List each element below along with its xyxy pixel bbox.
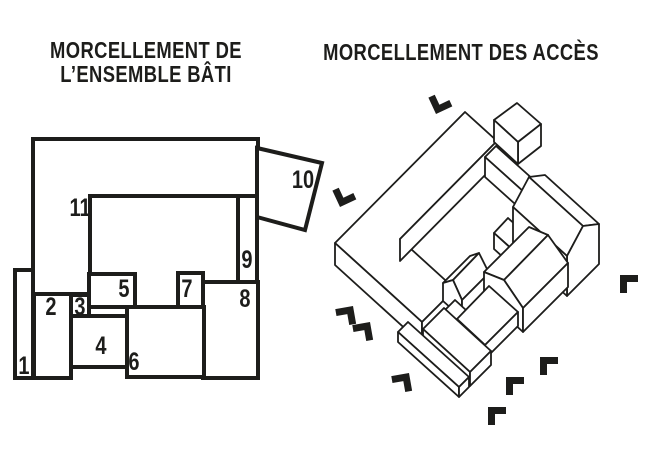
parcel-7-label: 7 bbox=[181, 275, 192, 303]
parcel-9-label: 9 bbox=[241, 246, 252, 274]
block10-wall-sw bbox=[493, 119, 519, 165]
access-marker-8-icon bbox=[540, 357, 558, 375]
right-title: MORCELLEMENT DES ACCÈS bbox=[323, 40, 599, 65]
parcel-8-label: 8 bbox=[239, 285, 250, 313]
parcel-1-label: 1 bbox=[18, 352, 29, 380]
left-title-line1: MORCELLEMENT DE bbox=[50, 38, 242, 63]
parcel-5-label: 5 bbox=[118, 275, 129, 303]
access-marker-3-icon bbox=[335, 306, 357, 325]
house6-wall-south bbox=[522, 262, 569, 333]
parcel-6-label: 6 bbox=[128, 348, 139, 376]
access-marker-9-icon bbox=[620, 275, 638, 293]
parcel-4-label: 4 bbox=[95, 332, 106, 360]
parcel-1-shape bbox=[13, 268, 35, 380]
axonometric-diagram bbox=[332, 94, 638, 425]
plan-diagram: 11 9 10 8 7 6 5 34 2 1 bbox=[13, 137, 325, 380]
block1-wall-south bbox=[458, 376, 470, 398]
parcel-3-label: 3 bbox=[74, 293, 85, 321]
parcel-10-label: 10 bbox=[292, 166, 314, 194]
access-marker-6-icon bbox=[488, 407, 506, 425]
parcel-11-label: 11 bbox=[69, 194, 90, 222]
parcel-11-shape bbox=[31, 137, 260, 296]
access-marker-7-icon bbox=[506, 377, 524, 395]
access-marker-4-icon bbox=[352, 322, 374, 341]
access-marker-1-icon bbox=[428, 94, 453, 114]
access-marker-5-icon bbox=[391, 373, 413, 392]
parcel-10-shape bbox=[255, 145, 325, 233]
left-title-line2: L’ENSEMBLE BÂTI bbox=[60, 61, 232, 88]
block2-wall-south bbox=[469, 350, 492, 387]
parcel-2-label: 2 bbox=[45, 293, 56, 321]
access-marker-2-icon bbox=[332, 187, 357, 207]
